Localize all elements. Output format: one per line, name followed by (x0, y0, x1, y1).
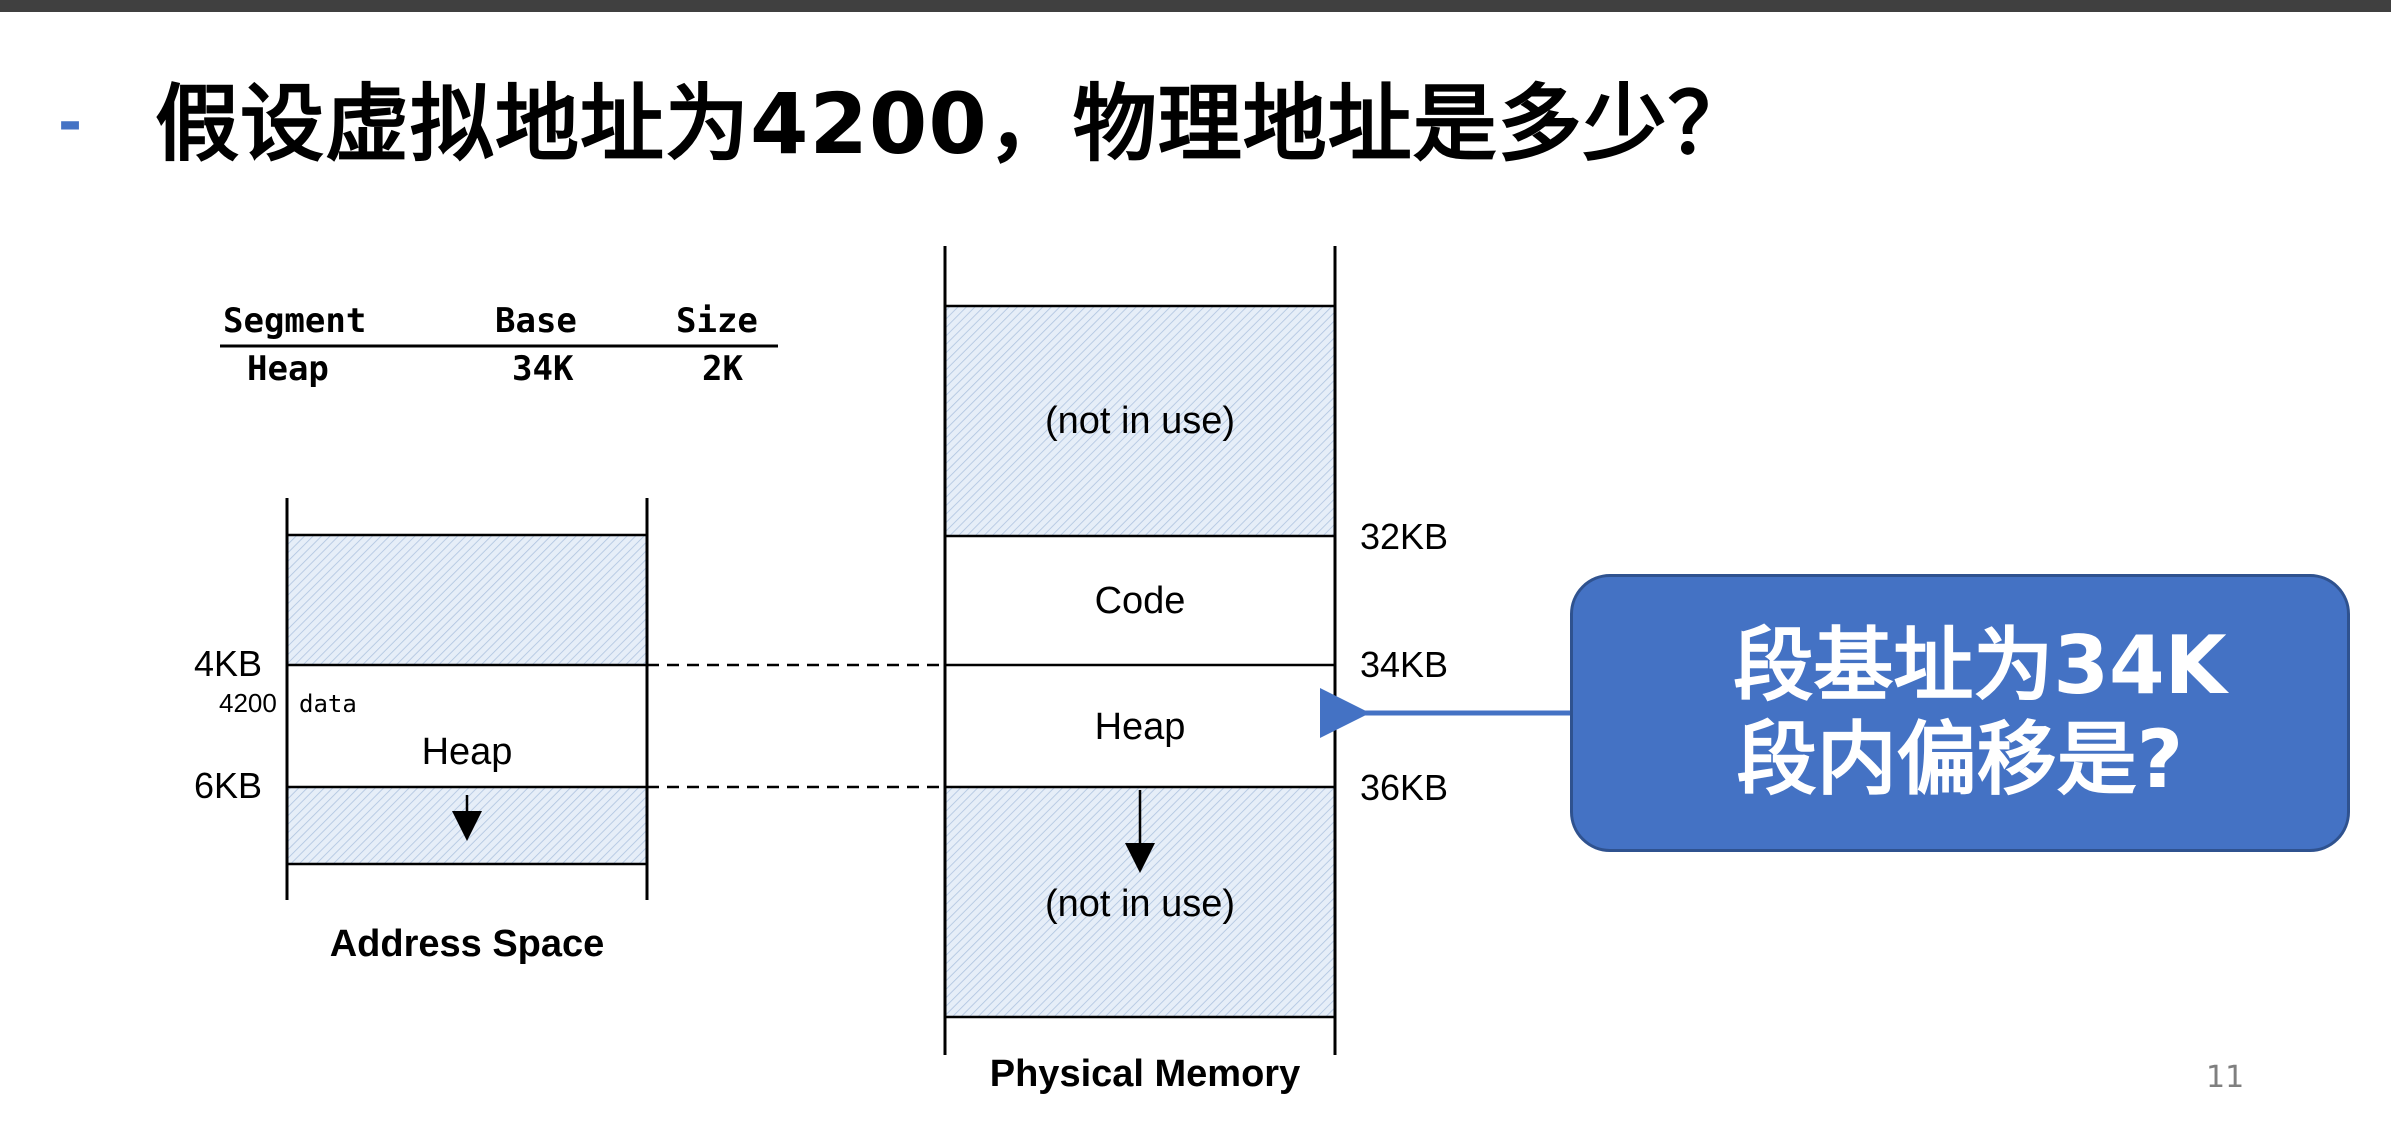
as-region-heap: Heap (422, 731, 513, 773)
page-number: 11 (2206, 1060, 2245, 1095)
segment-table: Segment Base Size Heap 34K 2K (220, 301, 778, 389)
table-cell-size: 2K (702, 349, 743, 389)
pm-region-unused-top: (not in use) (1045, 400, 1235, 442)
pm-mark-34kb: 34KB (1360, 644, 1448, 685)
physical-memory-label: Physical Memory (990, 1053, 1300, 1095)
as-address-4200: 4200 (219, 688, 277, 718)
callout-line-offset: 段内偏移是? (1736, 713, 2184, 806)
pm-region-heap: Heap (1095, 706, 1186, 748)
pm-mark-32kb: 32KB (1360, 516, 1448, 557)
table-cell-base: 34K (512, 349, 574, 389)
address-space-label: Address Space (330, 923, 605, 965)
bullet-marker: - (58, 88, 83, 156)
table-header-size: Size (676, 301, 758, 341)
table-cell-segment: Heap (247, 349, 329, 389)
callout-line-base: 段基址为34K (1733, 618, 2227, 712)
physical-memory: (not in use) Code Heap (not in use) 32KB… (943, 246, 1448, 1095)
table-header-segment: Segment (223, 301, 366, 341)
as-mark-6kb: 6KB (194, 765, 262, 806)
as-mark-4kb: 4KB (194, 643, 262, 684)
pm-unused-top (945, 306, 1335, 536)
slide-title: 假设虚拟地址为4200，物理地址是多少？ (155, 75, 1753, 173)
table-header-base: Base (495, 301, 577, 341)
address-space: 4KB 6KB 4200 data Heap Address Space (194, 498, 649, 965)
pm-region-code: Code (1095, 580, 1186, 622)
pm-region-unused-bottom: (not in use) (1045, 883, 1235, 925)
callout-box: 段基址为34K 段内偏移是? (1570, 574, 2350, 852)
pm-mark-36kb: 36KB (1360, 767, 1448, 808)
top-bar (0, 0, 2391, 12)
as-unused-top (287, 535, 647, 665)
as-pointer-text: data (299, 690, 357, 718)
